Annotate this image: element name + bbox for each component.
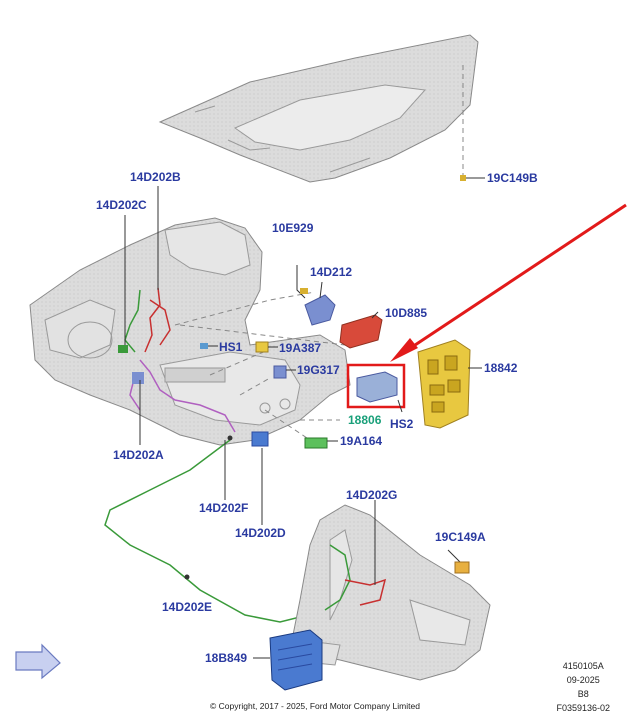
part-19G317 [273, 365, 287, 379]
callout-14D202A: 14D202A [113, 448, 164, 462]
callout-10E929: 10E929 [272, 221, 314, 235]
part-19C149B [460, 175, 466, 181]
dashed-leaders [174, 291, 346, 441]
wire-node-14D202E [184, 574, 190, 580]
callout-14D202C: 14D202C [96, 198, 147, 212]
harness-14D202G [324, 544, 387, 611]
wire-node-14D202F [227, 435, 233, 441]
callout-HS1: HS1 [219, 340, 243, 354]
part-19A387 [255, 341, 269, 353]
callout-19C149B: 19C149B [487, 171, 538, 185]
callout-14D202B: 14D202B [130, 170, 181, 184]
instrument-panel [29, 217, 351, 446]
callout-19G317: 19G317 [297, 363, 340, 377]
reference-line-4: F0359136-02 [556, 703, 610, 713]
reference-line-3: B8 [577, 689, 589, 699]
leader-10E929 [296, 265, 306, 299]
reference-block: 4150105A 09-2025 B8 F0359136-02 [556, 659, 610, 715]
callout-19C149A: 19C149A [435, 530, 486, 544]
rear-floor-section [289, 504, 491, 681]
callout-10D885: 10D885 [385, 306, 427, 320]
connector-HS1 [200, 343, 208, 349]
view-direction-arrow-icon [15, 643, 61, 680]
callout-14D202G: 14D202G [346, 488, 397, 502]
callout-19A387: 19A387 [279, 341, 321, 355]
part-14D202D [251, 431, 269, 447]
callout-18806: 18806 [348, 413, 382, 427]
callout-14D202F: 14D202F [199, 501, 248, 515]
part-18806 [356, 371, 398, 403]
callout-14D202D: 14D202D [235, 526, 286, 540]
highlight-box-18806 [346, 363, 406, 409]
callout-HS2: HS2 [390, 417, 414, 431]
part-18B849 [269, 629, 323, 691]
red-arrow [390, 203, 627, 362]
reference-line-2: 09-2025 [566, 675, 600, 685]
part-18842 [417, 339, 471, 429]
copyright-notice: © Copyright, 2017 - 2025, Ford Motor Com… [210, 701, 420, 711]
part-10D885 [339, 314, 383, 349]
callout-14D212: 14D212 [310, 265, 352, 279]
callout-19A164: 19A164 [340, 434, 382, 448]
headliner-panel [158, 34, 479, 183]
reference-line-1: 4150105A [562, 661, 604, 671]
part-19A164 [304, 437, 328, 449]
part-19C149A [454, 561, 470, 574]
part-14D212 [304, 294, 336, 326]
callout-18842: 18842 [484, 361, 518, 375]
callout-14D202E: 14D202E [162, 600, 212, 614]
part-10E929 [300, 288, 308, 294]
connector-14D202A [132, 372, 144, 384]
callout-18B849: 18B849 [205, 651, 247, 665]
connector-green-dash [118, 345, 128, 353]
